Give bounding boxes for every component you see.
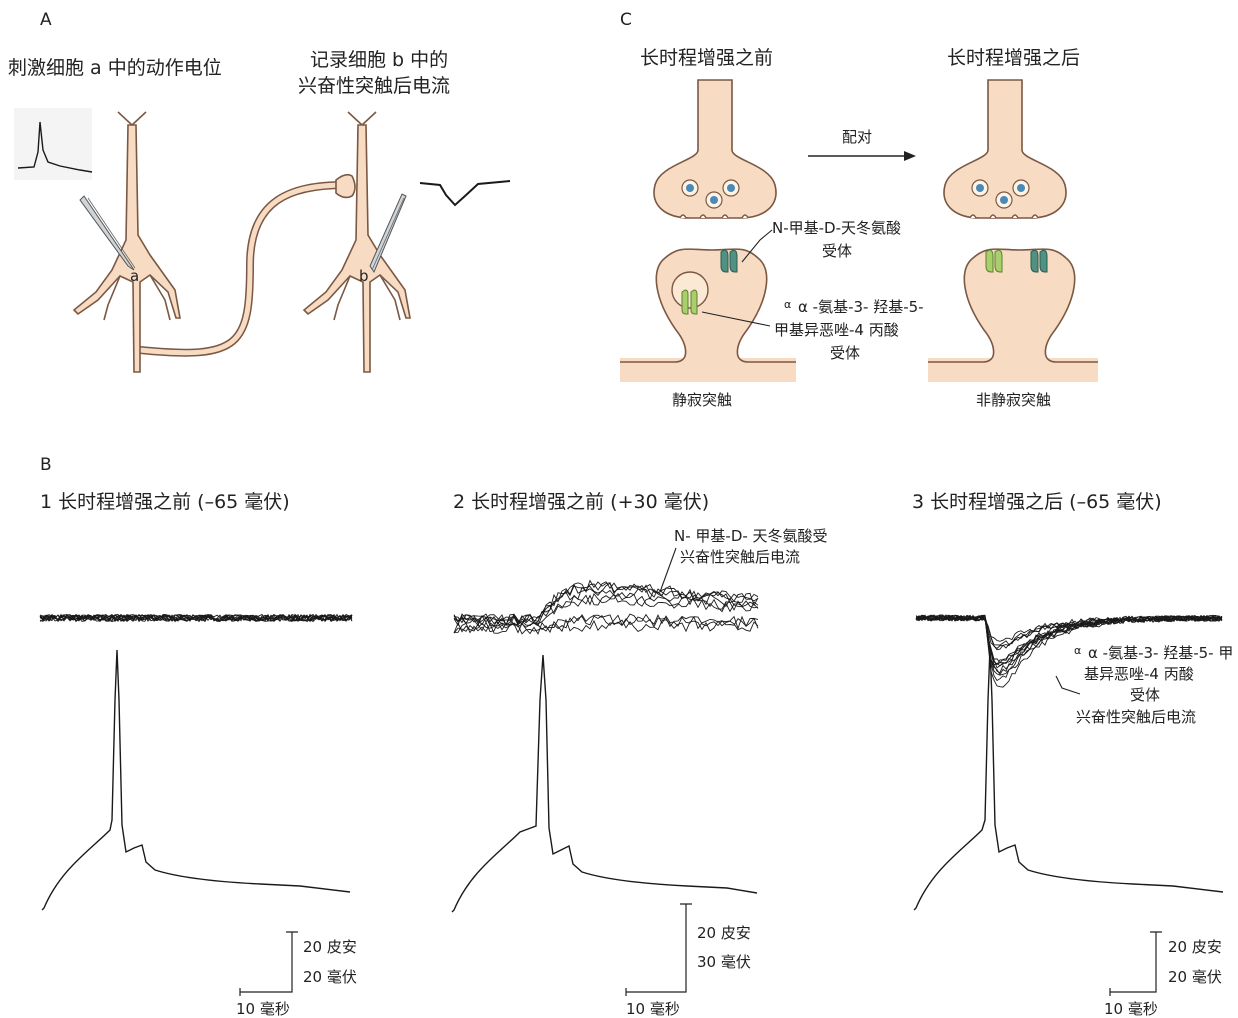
nonsilent-spine — [928, 249, 1098, 382]
stim-label: 刺激细胞 a 中的动作电位 — [8, 57, 222, 79]
action-potential-inset — [14, 108, 92, 180]
scale-time-3: 10 毫秒 — [1104, 1000, 1158, 1018]
panel-c: C 长时程增强之前 长时程增强之后 配对 — [620, 10, 1098, 409]
action-potential-2 — [452, 655, 757, 912]
epsc-sweep — [454, 614, 758, 634]
panel-a: A 刺激细胞 a 中的动作电位 记录细胞 b 中的 兴奋性突触后电流 a — [8, 10, 510, 372]
scale-voltage-1: 20 毫伏 — [303, 968, 357, 986]
ampa-epsc-label-line-4: 兴奋性突触后电流 — [1076, 708, 1196, 726]
scale-bar-1 — [240, 932, 298, 996]
record-label-line-2: 兴奋性突触后电流 — [298, 75, 450, 97]
cell-a-label: a — [130, 267, 139, 285]
epsc-sweep — [454, 583, 758, 625]
silent-synapse-label: 静寂突触 — [672, 391, 732, 409]
inset-background — [14, 108, 92, 180]
after-ltp-title: 长时程增强之后 — [947, 47, 1080, 69]
panel-b-label: B — [40, 455, 52, 475]
vesicle — [706, 192, 722, 208]
ampa-epsc-alpha: α — [1074, 644, 1081, 657]
endosome — [672, 272, 708, 308]
vesicle — [723, 180, 739, 196]
panel-a-label: A — [40, 10, 52, 30]
ampa-epsc-leader-line — [1056, 676, 1080, 694]
neuron-b: b — [304, 112, 410, 372]
ampa-epsc-label-line-3: 受体 — [1130, 686, 1160, 704]
epsc-traces-2 — [454, 581, 758, 634]
scale-current-2: 20 皮安 — [697, 924, 751, 942]
ampa-alpha: α — [784, 298, 791, 311]
presynaptic-terminal-after — [944, 80, 1066, 218]
scale-voltage-2: 30 毫伏 — [697, 953, 751, 971]
record-label-line-1: 记录细胞 b 中的 — [310, 49, 448, 71]
scale-bar-2 — [626, 904, 692, 996]
nmda-label-line-1: N-甲基-D-天冬氨酸 — [772, 219, 901, 237]
nmda-epsc-label-line-1: N- 甲基-D- 天冬氨酸受 — [674, 527, 828, 545]
recording-electrode — [370, 194, 406, 272]
before-ltp-title: 长时程增强之前 — [640, 47, 773, 69]
recording-3: 3 长时程增强之后 (–65 毫伏) α α -氨基-3- 羟基-5- 甲 基异… — [912, 491, 1233, 1018]
vesicle — [682, 180, 698, 196]
recording-1: 1 长时程增强之前 (–65 毫伏) 20 皮安 20 毫伏 10 毫秒 — [40, 491, 357, 1018]
nmda-label-line-2: 受体 — [822, 242, 852, 260]
ampa-label-line-1: α -氨基-3- 羟基-5- — [798, 298, 924, 316]
scale-bar-3 — [1110, 932, 1162, 996]
panel-c-label: C — [620, 10, 632, 30]
scale-current-1: 20 皮安 — [303, 938, 357, 956]
ampa-label-line-3: 受体 — [830, 344, 860, 362]
nmda-epsc-label-line-2: 兴奋性突触后电流 — [680, 548, 800, 566]
pairing-arrow — [808, 151, 916, 161]
vesicle — [1013, 180, 1029, 196]
vesicle — [972, 180, 988, 196]
axon — [140, 175, 355, 353]
epsc-traces-1 — [40, 615, 352, 622]
vesicle — [996, 192, 1012, 208]
recording-2-title: 2 长时程增强之前 (+30 毫伏) — [453, 491, 709, 513]
ampa-epsc-label-line-1: α -氨基-3- 羟基-5- 甲 — [1088, 644, 1233, 662]
recording-2: 2 长时程增强之前 (+30 毫伏) N- 甲基-D- 天冬氨酸受 兴奋性突触后… — [452, 491, 828, 1018]
panel-b: B 1 长时程增强之前 (–65 毫伏) 20 皮安 20 毫伏 10 毫秒 2… — [40, 455, 1233, 1018]
recording-1-title: 1 长时程增强之前 (–65 毫伏) — [40, 491, 290, 513]
presynaptic-terminal-before — [654, 80, 776, 218]
nmda-epsc-leader-line — [660, 548, 676, 592]
scale-time-2: 10 毫秒 — [626, 1000, 680, 1018]
scale-voltage-3: 20 毫伏 — [1168, 968, 1222, 986]
recording-3-title: 3 长时程增强之后 (–65 毫伏) — [912, 491, 1162, 513]
ampa-epsc-label-line-2: 基异恶唑-4 丙酸 — [1084, 665, 1194, 683]
silent-spine — [620, 249, 796, 382]
pairing-label: 配对 — [842, 128, 872, 146]
scale-time-1: 10 毫秒 — [236, 1000, 290, 1018]
epsc-sweep — [454, 594, 758, 626]
nonsilent-synapse-label: 非静寂突触 — [976, 391, 1051, 409]
axon-terminal — [336, 175, 355, 198]
cell-b-label: b — [359, 267, 369, 285]
action-potential-1 — [42, 650, 350, 910]
ampa-label-line-2: 甲基异恶唑-4 丙酸 — [774, 321, 899, 339]
epsc-sweep — [454, 594, 758, 625]
action-potential-3 — [914, 648, 1223, 910]
scale-current-3: 20 皮安 — [1168, 938, 1222, 956]
epsc-trace — [420, 181, 510, 205]
